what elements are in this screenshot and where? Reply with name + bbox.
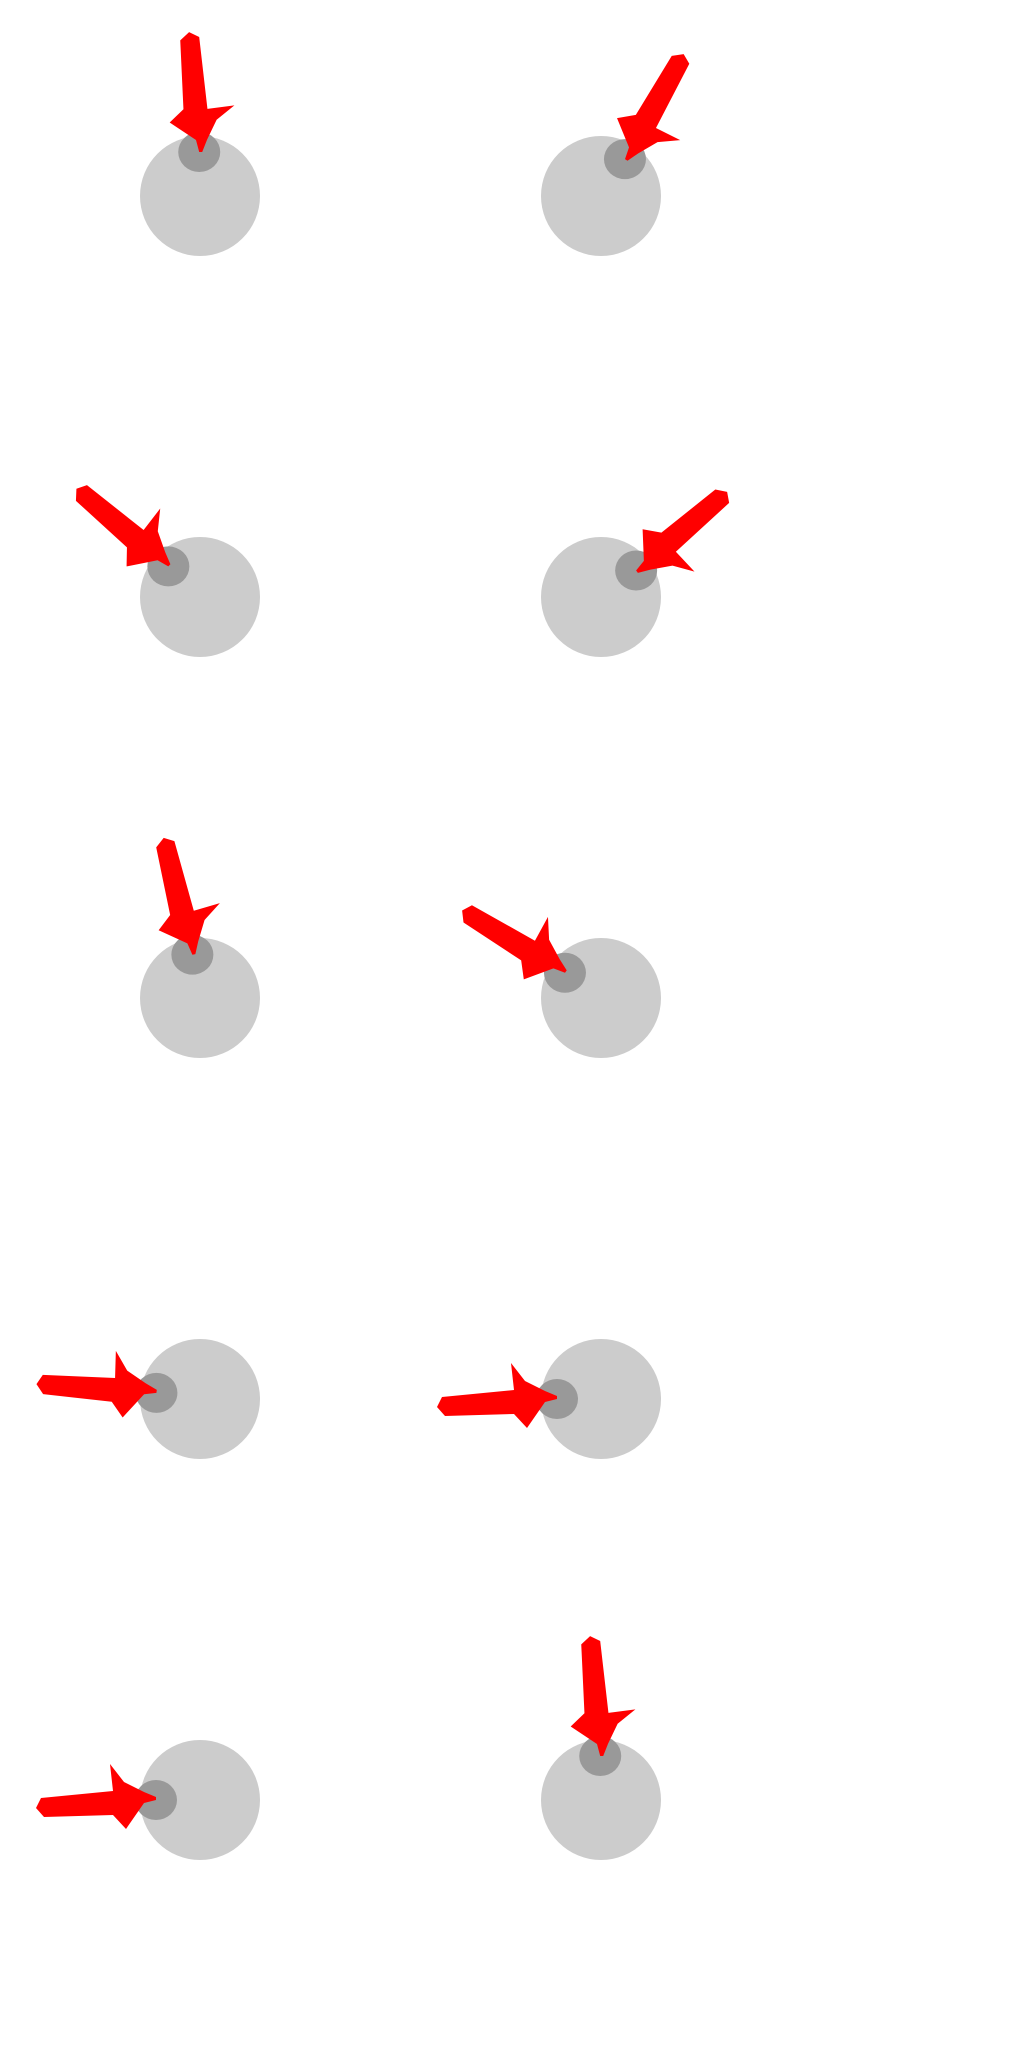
arrow-icon (36, 1350, 157, 1418)
contact-dot (135, 1372, 178, 1413)
disc (140, 136, 260, 256)
arrow-icon (617, 54, 690, 161)
disc (140, 1339, 260, 1459)
disc (541, 1740, 661, 1860)
arrow-icon (570, 1636, 636, 1756)
arrow-icon (636, 489, 730, 573)
glyph-layer (36, 32, 730, 1860)
glyph-r3c1 (140, 837, 260, 1058)
arrow-icon (462, 905, 567, 980)
glyph-r4c2 (437, 1339, 661, 1459)
glyph-r4c1 (36, 1339, 260, 1459)
arrow-icon (156, 837, 220, 955)
arrow-icon (36, 1764, 156, 1829)
disc (541, 1339, 661, 1459)
contact-dot (178, 132, 221, 173)
disc (140, 1740, 260, 1860)
arrow-icon (437, 1363, 557, 1428)
contact-dot (171, 934, 214, 975)
disc (140, 938, 260, 1058)
contact-dot (579, 1736, 622, 1777)
glyph-r2c1 (75, 485, 260, 657)
arrow-icon (75, 485, 171, 567)
glyph-r1c2 (541, 54, 690, 256)
arrow-icon (169, 32, 235, 152)
glyph-r2c2 (541, 489, 730, 657)
glyph-r5c1 (36, 1740, 260, 1860)
glyph-r1c1 (140, 32, 260, 256)
glyph-r3c2 (462, 905, 661, 1058)
glyph-r5c2 (541, 1636, 661, 1860)
